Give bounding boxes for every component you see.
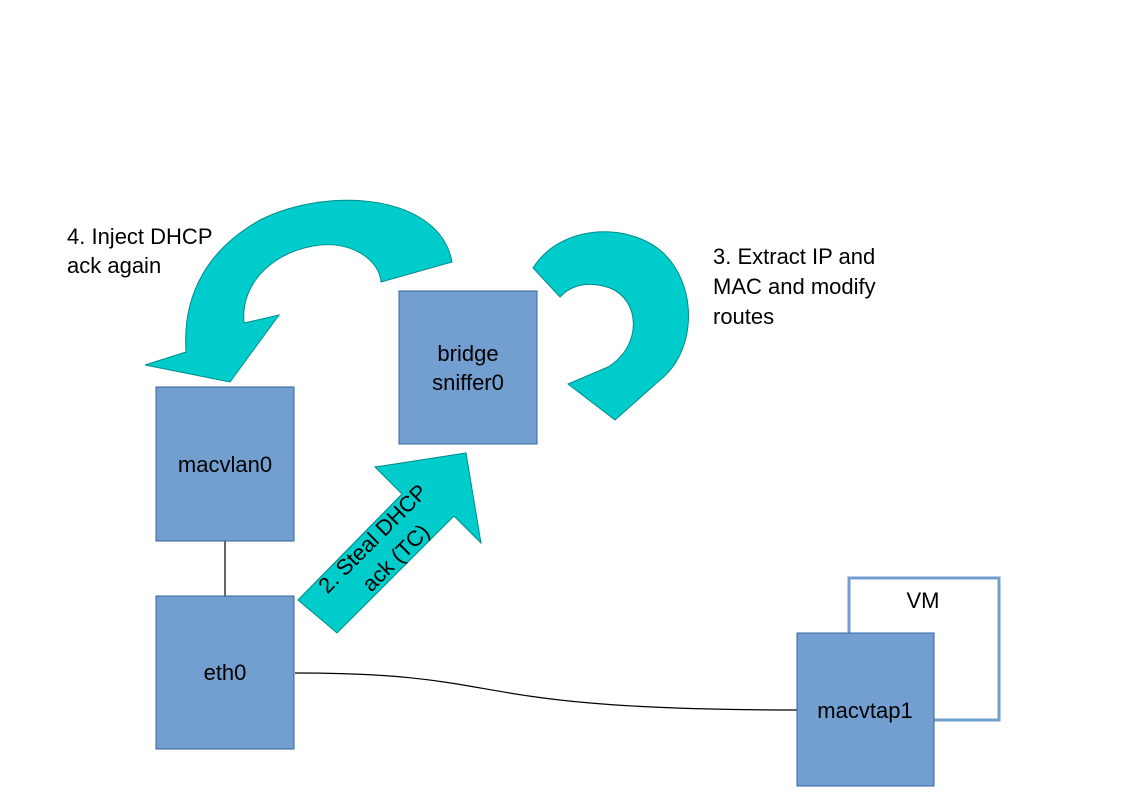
step4-label-line1: 4. Inject DHCP [67, 224, 213, 249]
bridge-label-line2: sniffer0 [432, 370, 504, 395]
macvlan0-label: macvlan0 [178, 452, 272, 477]
steal-arrow [297, 452, 482, 634]
extract-loop-arrow [532, 231, 689, 421]
step4-label-line2: ack again [67, 253, 161, 278]
eth0-macvtap-link [294, 672, 801, 711]
inject-arrow [144, 199, 453, 383]
macvtap1-label: macvtap1 [817, 698, 912, 723]
macvtap1-box [796, 632, 935, 787]
step3-label-line2: MAC and modify [713, 274, 876, 299]
bridge-sniffer0-box [398, 290, 538, 445]
bridge-label-line1: bridge [437, 341, 498, 366]
eth0-label: eth0 [204, 660, 247, 685]
step3-label-line3: routes [713, 304, 774, 329]
eth0-box [155, 595, 295, 750]
step3-label-line1: 3. Extract IP and [713, 244, 875, 269]
vm-label: VM [907, 588, 940, 613]
macvlan0-box [155, 386, 295, 542]
